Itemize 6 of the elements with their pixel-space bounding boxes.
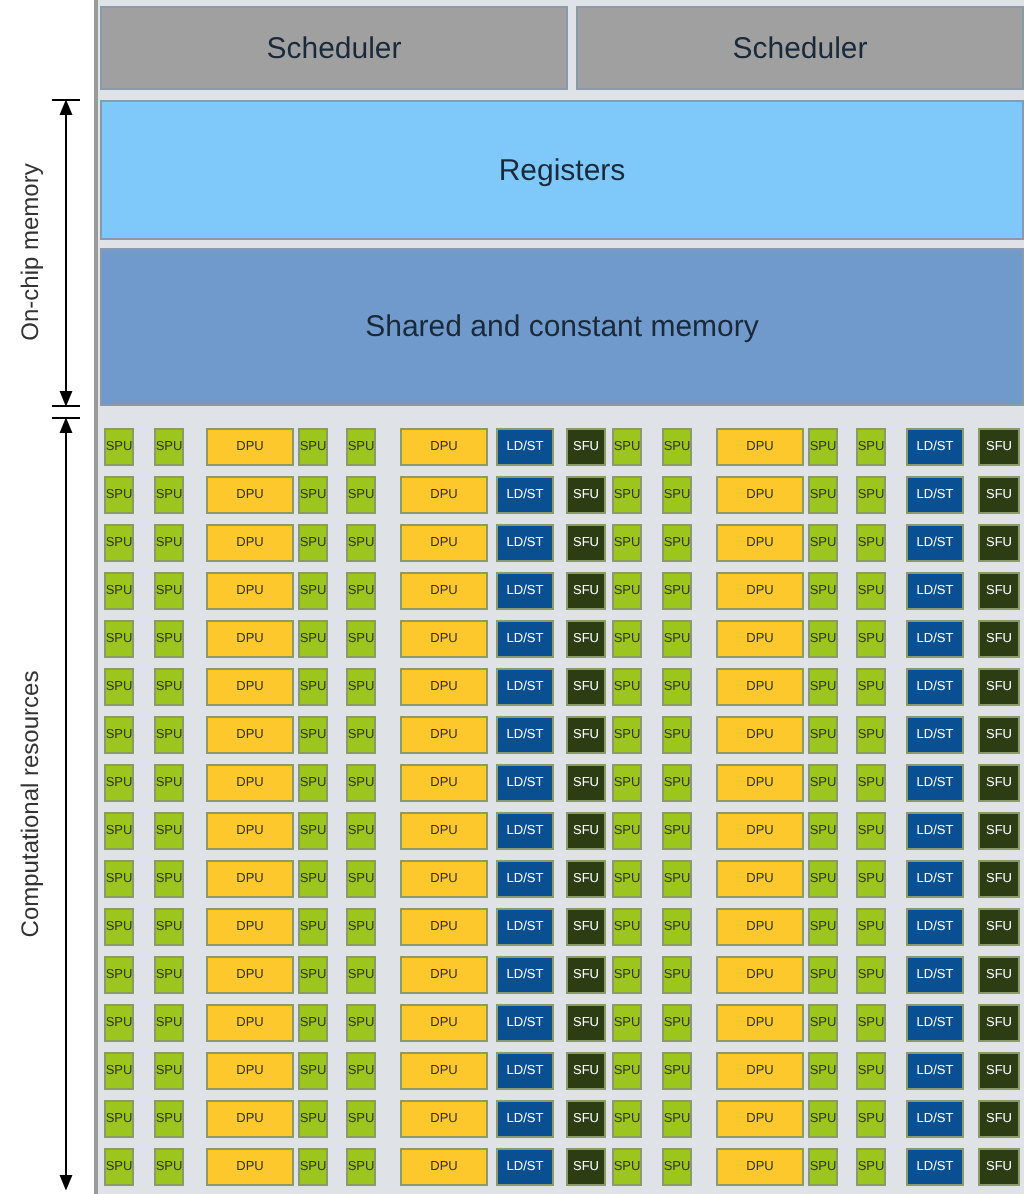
- registers-block: Registers: [100, 100, 1024, 240]
- scheduler-block: Scheduler: [576, 6, 1024, 90]
- scheduler-block: Scheduler: [100, 6, 568, 90]
- shared-memory-block: Shared and constant memory: [100, 248, 1024, 406]
- side-label: On-chip memory: [16, 163, 44, 341]
- side-label: Computational resources: [16, 670, 44, 938]
